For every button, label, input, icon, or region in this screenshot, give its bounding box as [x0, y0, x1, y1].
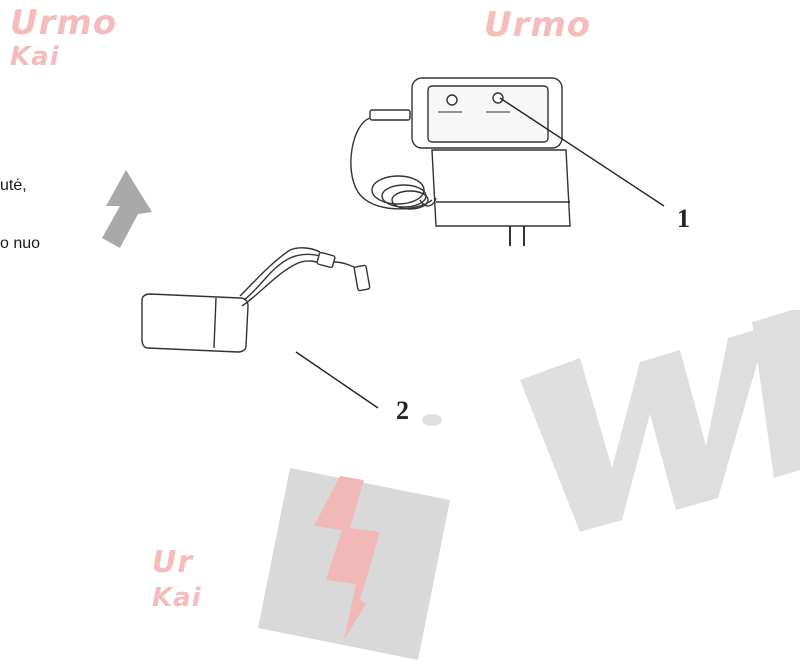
- callout-2-line: [296, 352, 378, 408]
- large-watermark-text: WL: [0, 0, 2, 1]
- up-arrow-icon: [102, 170, 152, 248]
- callout-number-2: 2: [396, 396, 409, 426]
- battery-charger-illustration: [351, 78, 570, 246]
- lightning-logo-icon: [258, 468, 450, 660]
- smudge-mark: [422, 414, 442, 426]
- large-watermark-icon: [520, 310, 800, 532]
- callout-number-1: 1: [677, 204, 690, 234]
- lipo-battery-illustration: [142, 248, 370, 352]
